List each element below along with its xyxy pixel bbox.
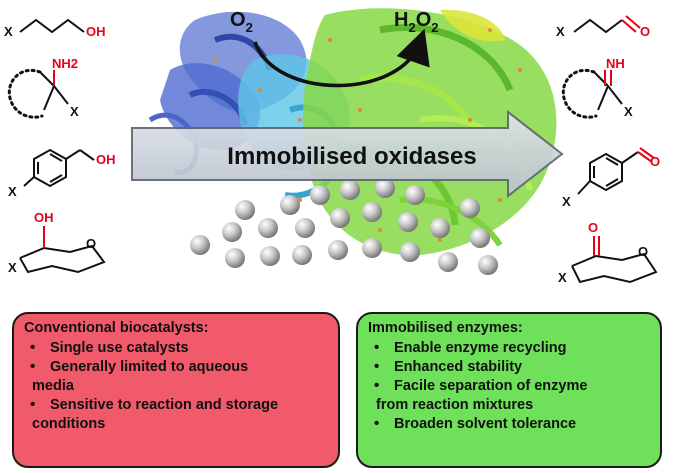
list-item: Sensitive to reaction and storage: [24, 396, 328, 414]
list-item-continuation: conditions: [32, 416, 106, 432]
banner-label: Immobilised oxidases: [227, 143, 476, 170]
list-item: Facile separation of enzyme: [368, 377, 650, 395]
product-ring-ketone: [571, 236, 658, 284]
list-item: Broaden solvent tolerance: [368, 415, 650, 433]
substrate-cyclic-amine: [7, 68, 69, 119]
immobilised-enzymes-panel: Immobilised enzymes: Enable enzyme recyc…: [356, 312, 662, 468]
list-item: Single use catalysts: [24, 339, 328, 357]
panel-title: Conventional biocatalysts:: [24, 320, 209, 336]
o-label: O: [638, 244, 648, 259]
x-label: X: [558, 270, 567, 285]
cofactor-arrow: [253, 28, 430, 88]
list-item-continuation: from reaction mixtures: [376, 397, 534, 413]
panel-list: Single use catalysts Generally limited t…: [24, 339, 328, 433]
product-aldehyde: [573, 15, 641, 34]
product-cyclic-imine: [561, 68, 623, 119]
panel-list: Enable enzyme recycling Enhanced stabili…: [368, 339, 650, 433]
x-label: X: [8, 260, 17, 275]
oh-label: OH: [96, 152, 116, 167]
o-label: O: [86, 236, 96, 251]
substrate-benzyl-alcohol: [23, 148, 95, 188]
substrate-ring-alcohol: [19, 226, 106, 274]
list-item: Generally limited to aqueous: [24, 358, 328, 376]
o2-label: O2: [230, 9, 253, 35]
h2o2-label: H2O2: [394, 9, 438, 35]
conventional-biocatalysts-panel: Conventional biocatalysts: Single use ca…: [12, 312, 340, 468]
nh2-label: NH2: [52, 56, 78, 71]
list-item: Enhanced stability: [368, 358, 650, 376]
x-label: X: [624, 104, 633, 119]
product-benzaldehyde: [577, 147, 655, 195]
list-item-continuation: media: [32, 378, 74, 394]
x-label: X: [556, 24, 565, 39]
process-arrow: [131, 109, 564, 199]
panel-title: Immobilised enzymes:: [368, 320, 523, 336]
x-label: X: [562, 194, 571, 209]
oh-label: OH: [86, 24, 106, 39]
o-label: O: [640, 24, 650, 39]
x-label: X: [4, 24, 13, 39]
substrate-primary-alcohol: [19, 18, 85, 34]
o-label: O: [650, 154, 660, 169]
x-label: X: [8, 184, 17, 199]
list-item: Enable enzyme recycling: [368, 339, 650, 357]
support-beads: [190, 178, 498, 275]
oh-label: OH: [34, 210, 54, 225]
x-label: X: [70, 104, 79, 119]
o-label: O: [588, 220, 598, 235]
nh-label: NH: [606, 56, 625, 71]
